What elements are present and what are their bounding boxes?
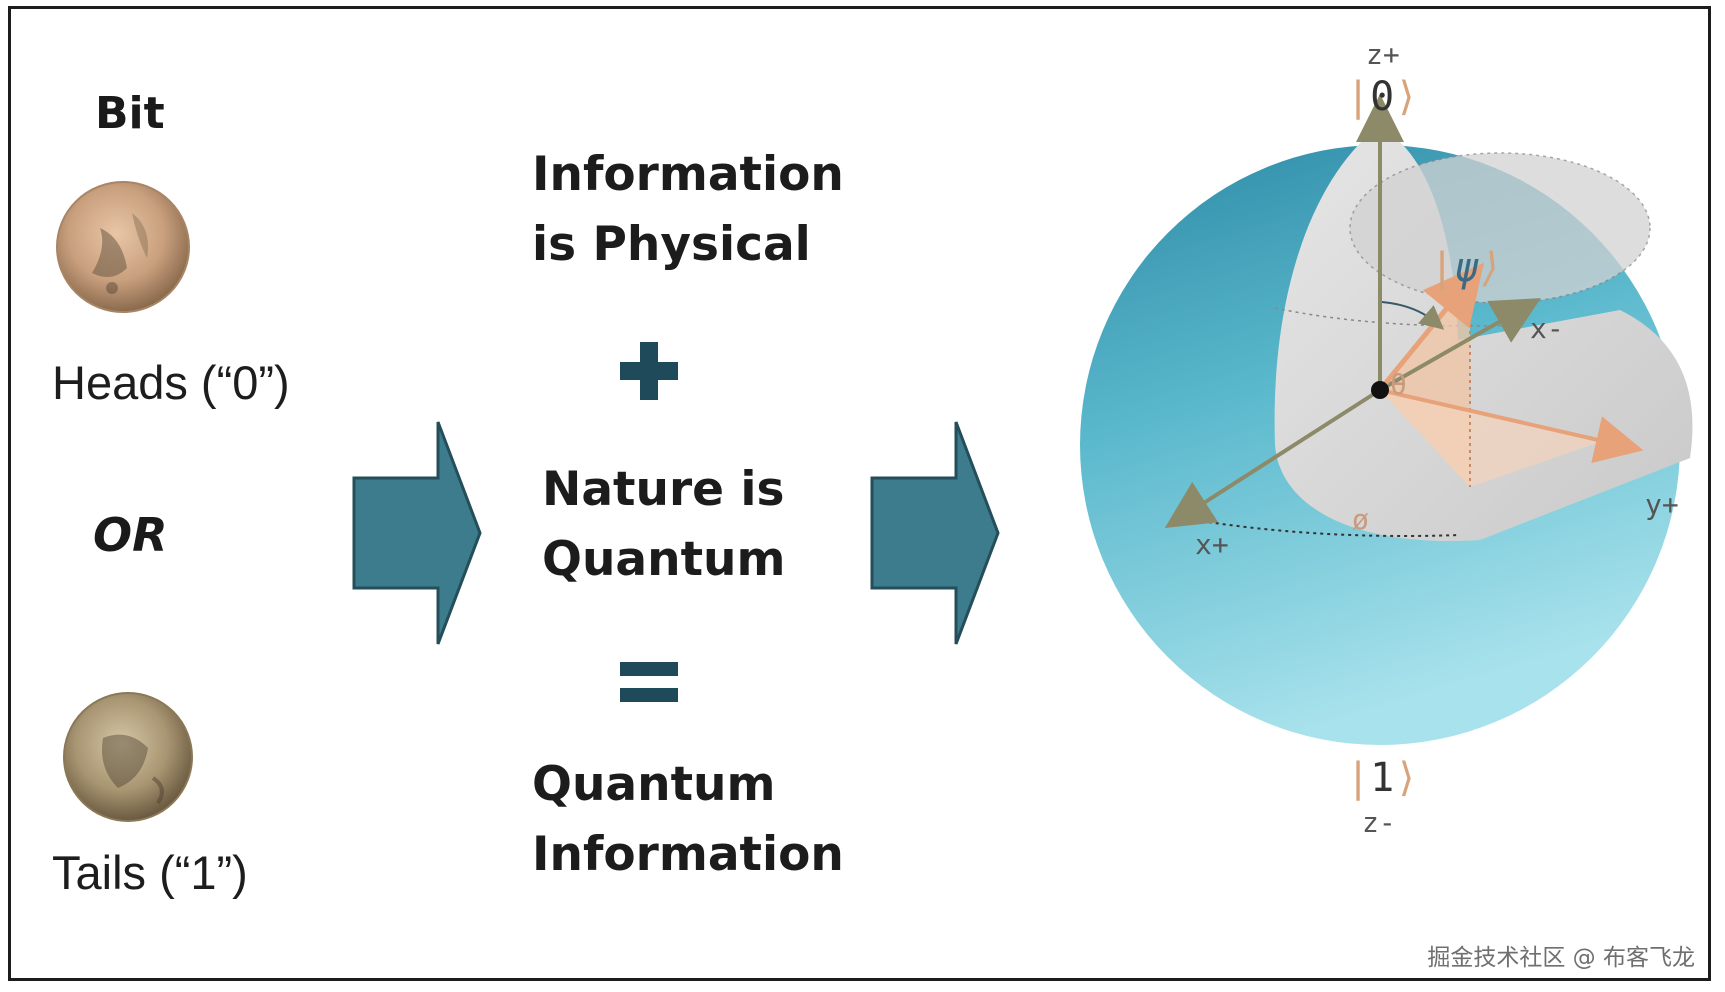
plus-sign: +	[620, 342, 683, 404]
information-line: Information	[532, 147, 844, 202]
information-result-line: Information	[532, 827, 844, 882]
right-arrow-icon	[352, 421, 482, 645]
ket-one-label: |1⟩	[1346, 755, 1419, 801]
x-minus-label: x-	[1530, 312, 1564, 345]
x-minus-axis	[1379, 298, 1541, 392]
quantum-result-line: Quantum	[532, 757, 776, 812]
origin-dot	[1371, 381, 1389, 399]
equals-sign: =	[620, 662, 683, 706]
bit-title: Bit	[95, 88, 165, 139]
z-minus-label: z-	[1362, 806, 1396, 839]
bloch-sphere-diagram	[1080, 94, 1693, 745]
phi-label: ø	[1352, 503, 1369, 536]
y-plus-label: y+	[1645, 488, 1679, 521]
tails-coin-image	[63, 692, 193, 822]
y-plus-axis	[1379, 388, 1644, 464]
right-arrow-icon-2	[870, 421, 1000, 645]
psi-vector	[1378, 262, 1484, 392]
x-plus-axis	[1164, 388, 1382, 528]
nature-is-line: Nature is	[542, 462, 785, 517]
z-plus-label: z+	[1366, 38, 1400, 71]
ket-psi-label: |ψ⟩	[1430, 245, 1503, 291]
watermark: 掘金技术社区 @ 布客飞龙	[1427, 945, 1695, 971]
heads-label: Heads (“0”)	[52, 356, 290, 409]
tails-label: Tails (“1”)	[52, 846, 248, 899]
ket-zero-label: |0⟩	[1346, 74, 1419, 120]
x-plus-label: x+	[1195, 528, 1229, 561]
or-label: OR	[93, 508, 168, 562]
theta-label: θ	[1390, 368, 1407, 401]
heads-coin-image	[56, 181, 190, 313]
is-physical-line: is Physical	[532, 217, 811, 272]
quantum-line: Quantum	[542, 532, 786, 587]
